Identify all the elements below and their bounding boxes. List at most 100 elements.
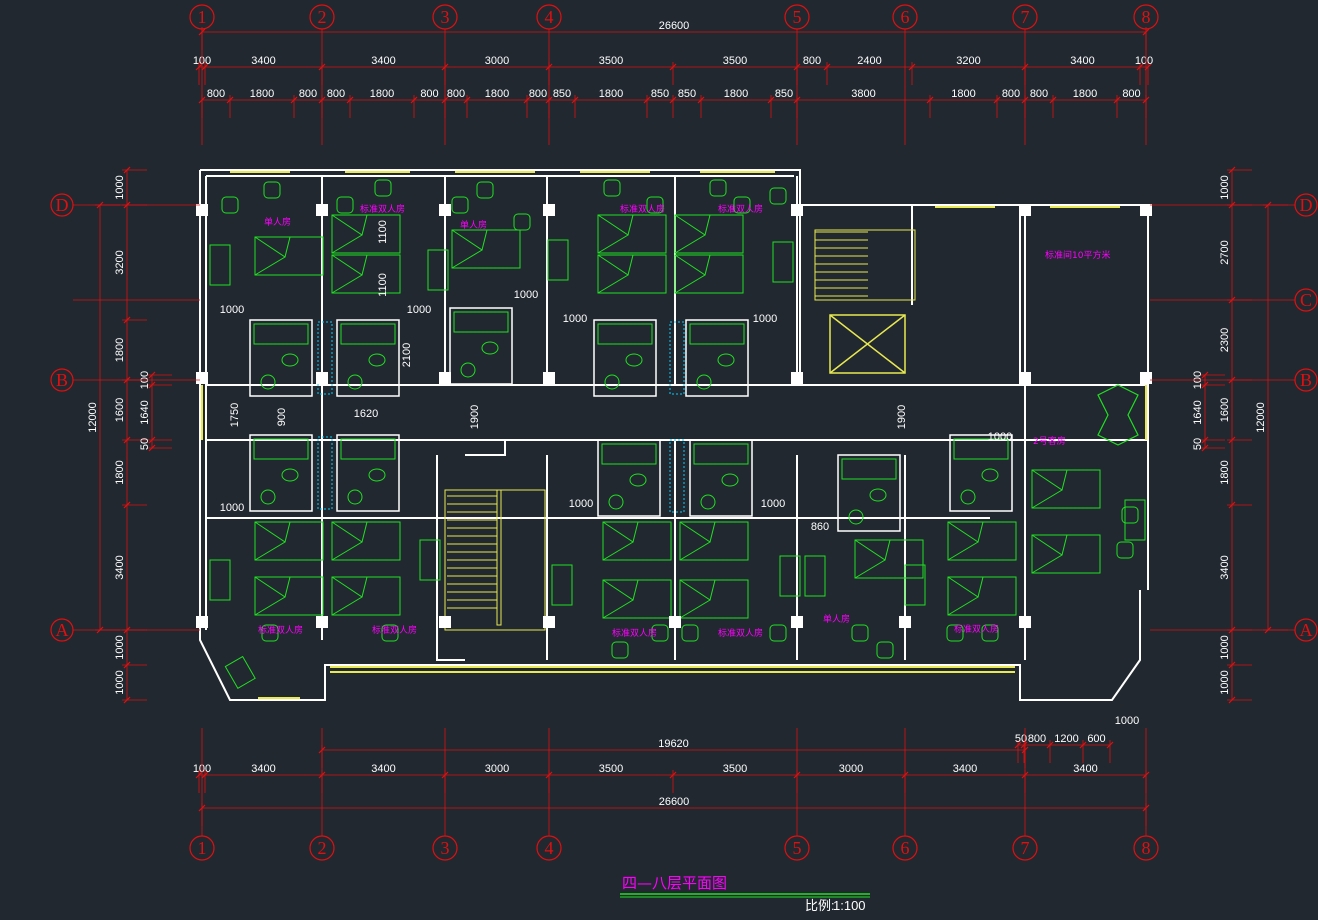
chair — [381, 624, 399, 642]
sink — [460, 362, 476, 378]
bed — [331, 576, 401, 616]
top-row2-value: 1800 — [951, 88, 975, 100]
axis-label-2: 2 — [318, 838, 327, 858]
dim-slash — [1228, 696, 1236, 704]
top-row1-value: 3400 — [1070, 55, 1094, 67]
chair — [451, 196, 469, 214]
bathroom — [336, 434, 400, 512]
bottom-row1-value: 3000 — [839, 763, 863, 775]
interior-dim: 1100 — [377, 220, 389, 244]
dim-slash — [123, 166, 131, 174]
chair — [651, 624, 669, 642]
structural-column — [1019, 204, 1031, 216]
pipe-shaft — [669, 439, 685, 513]
bathroom — [593, 319, 657, 397]
bottom-right-1000: 1000 — [1115, 715, 1139, 727]
room-label: 单人房 — [823, 613, 850, 625]
stair-lower — [444, 489, 546, 631]
chair — [981, 624, 999, 642]
chair — [611, 641, 629, 659]
scale-value: 1:100 — [833, 898, 866, 913]
dim-slash — [148, 436, 156, 444]
desk — [427, 249, 449, 291]
bed-cover — [854, 539, 891, 579]
dim-slash — [1201, 371, 1209, 379]
desk — [1124, 499, 1146, 541]
windows — [201, 171, 1147, 699]
dim-slash — [463, 96, 471, 104]
bed — [947, 576, 1017, 616]
structural-column — [196, 204, 208, 216]
right-chain-value: 1000 — [1219, 635, 1231, 659]
desk — [804, 555, 826, 597]
right-small-value: 1640 — [1192, 400, 1204, 424]
right-chain-value: 2700 — [1219, 240, 1231, 264]
bathtub — [453, 311, 509, 333]
bathtub — [597, 323, 653, 345]
bathtub — [841, 458, 897, 480]
dim-slash — [823, 63, 831, 71]
axis-label-3: 3 — [441, 7, 450, 27]
bathtub — [601, 443, 657, 465]
structural-column — [791, 616, 803, 628]
toilet — [629, 473, 647, 487]
bathroom — [685, 319, 749, 397]
room-label: 标准双人房 — [954, 623, 999, 635]
sink — [608, 494, 624, 510]
dim-slash — [1020, 741, 1028, 749]
interior-dim: 1900 — [896, 405, 908, 429]
room-label: 单人房 — [460, 219, 487, 231]
toilet — [869, 488, 887, 502]
structural-column — [669, 616, 681, 628]
chair — [681, 624, 699, 642]
interior-dim: 1000 — [514, 289, 538, 301]
chair — [263, 181, 281, 199]
left-small-value: 1640 — [139, 400, 151, 424]
dim-slash — [123, 501, 131, 509]
bed — [597, 254, 667, 294]
axis-label-6: 6 — [901, 7, 910, 27]
building-walls — [199, 169, 1149, 701]
bottom-row1-value: 3400 — [953, 763, 977, 775]
sink — [347, 374, 363, 390]
chair — [374, 179, 392, 197]
dim-slash — [123, 696, 131, 704]
structural-column — [791, 204, 803, 216]
chair — [769, 624, 787, 642]
top-row2-value: 800 — [420, 88, 438, 100]
left-chain-value: 1000 — [114, 670, 126, 694]
dim-slash — [123, 436, 131, 444]
bed — [679, 521, 749, 561]
structural-column — [316, 372, 328, 384]
dim-slash — [1228, 501, 1236, 509]
interior-dim: 860 — [811, 521, 829, 533]
top-row1-value: 3400 — [251, 55, 275, 67]
dim-slash — [1201, 381, 1209, 389]
dim-slash — [1113, 96, 1121, 104]
room-label: 标准间10平方米 — [1045, 249, 1110, 261]
structural-column — [543, 204, 555, 216]
interior-dim: 1000 — [220, 304, 244, 316]
bed-cover — [1031, 534, 1068, 574]
pipe-shaft — [317, 436, 333, 510]
dim-slash — [1201, 444, 1209, 452]
top-row2-value: 850 — [678, 88, 696, 100]
room-label: 标准双人房 — [718, 203, 763, 215]
desk — [551, 564, 573, 606]
left-chain-value: 1000 — [114, 635, 126, 659]
room-label: 标准双人房 — [612, 627, 657, 639]
bottom-right-small-value: 800 — [1028, 733, 1046, 745]
axis-label-4: 4 — [545, 7, 554, 27]
dim-slash — [410, 96, 418, 104]
toilet — [481, 341, 499, 355]
bed — [597, 214, 667, 254]
sink — [260, 489, 276, 505]
chair — [221, 196, 239, 214]
top-row2-value: 3800 — [851, 88, 875, 100]
desk — [209, 559, 231, 601]
desk — [419, 539, 441, 581]
bathroom — [249, 434, 313, 512]
top-row2-value: 1800 — [724, 88, 748, 100]
right-chain-value: 3400 — [1219, 555, 1231, 579]
